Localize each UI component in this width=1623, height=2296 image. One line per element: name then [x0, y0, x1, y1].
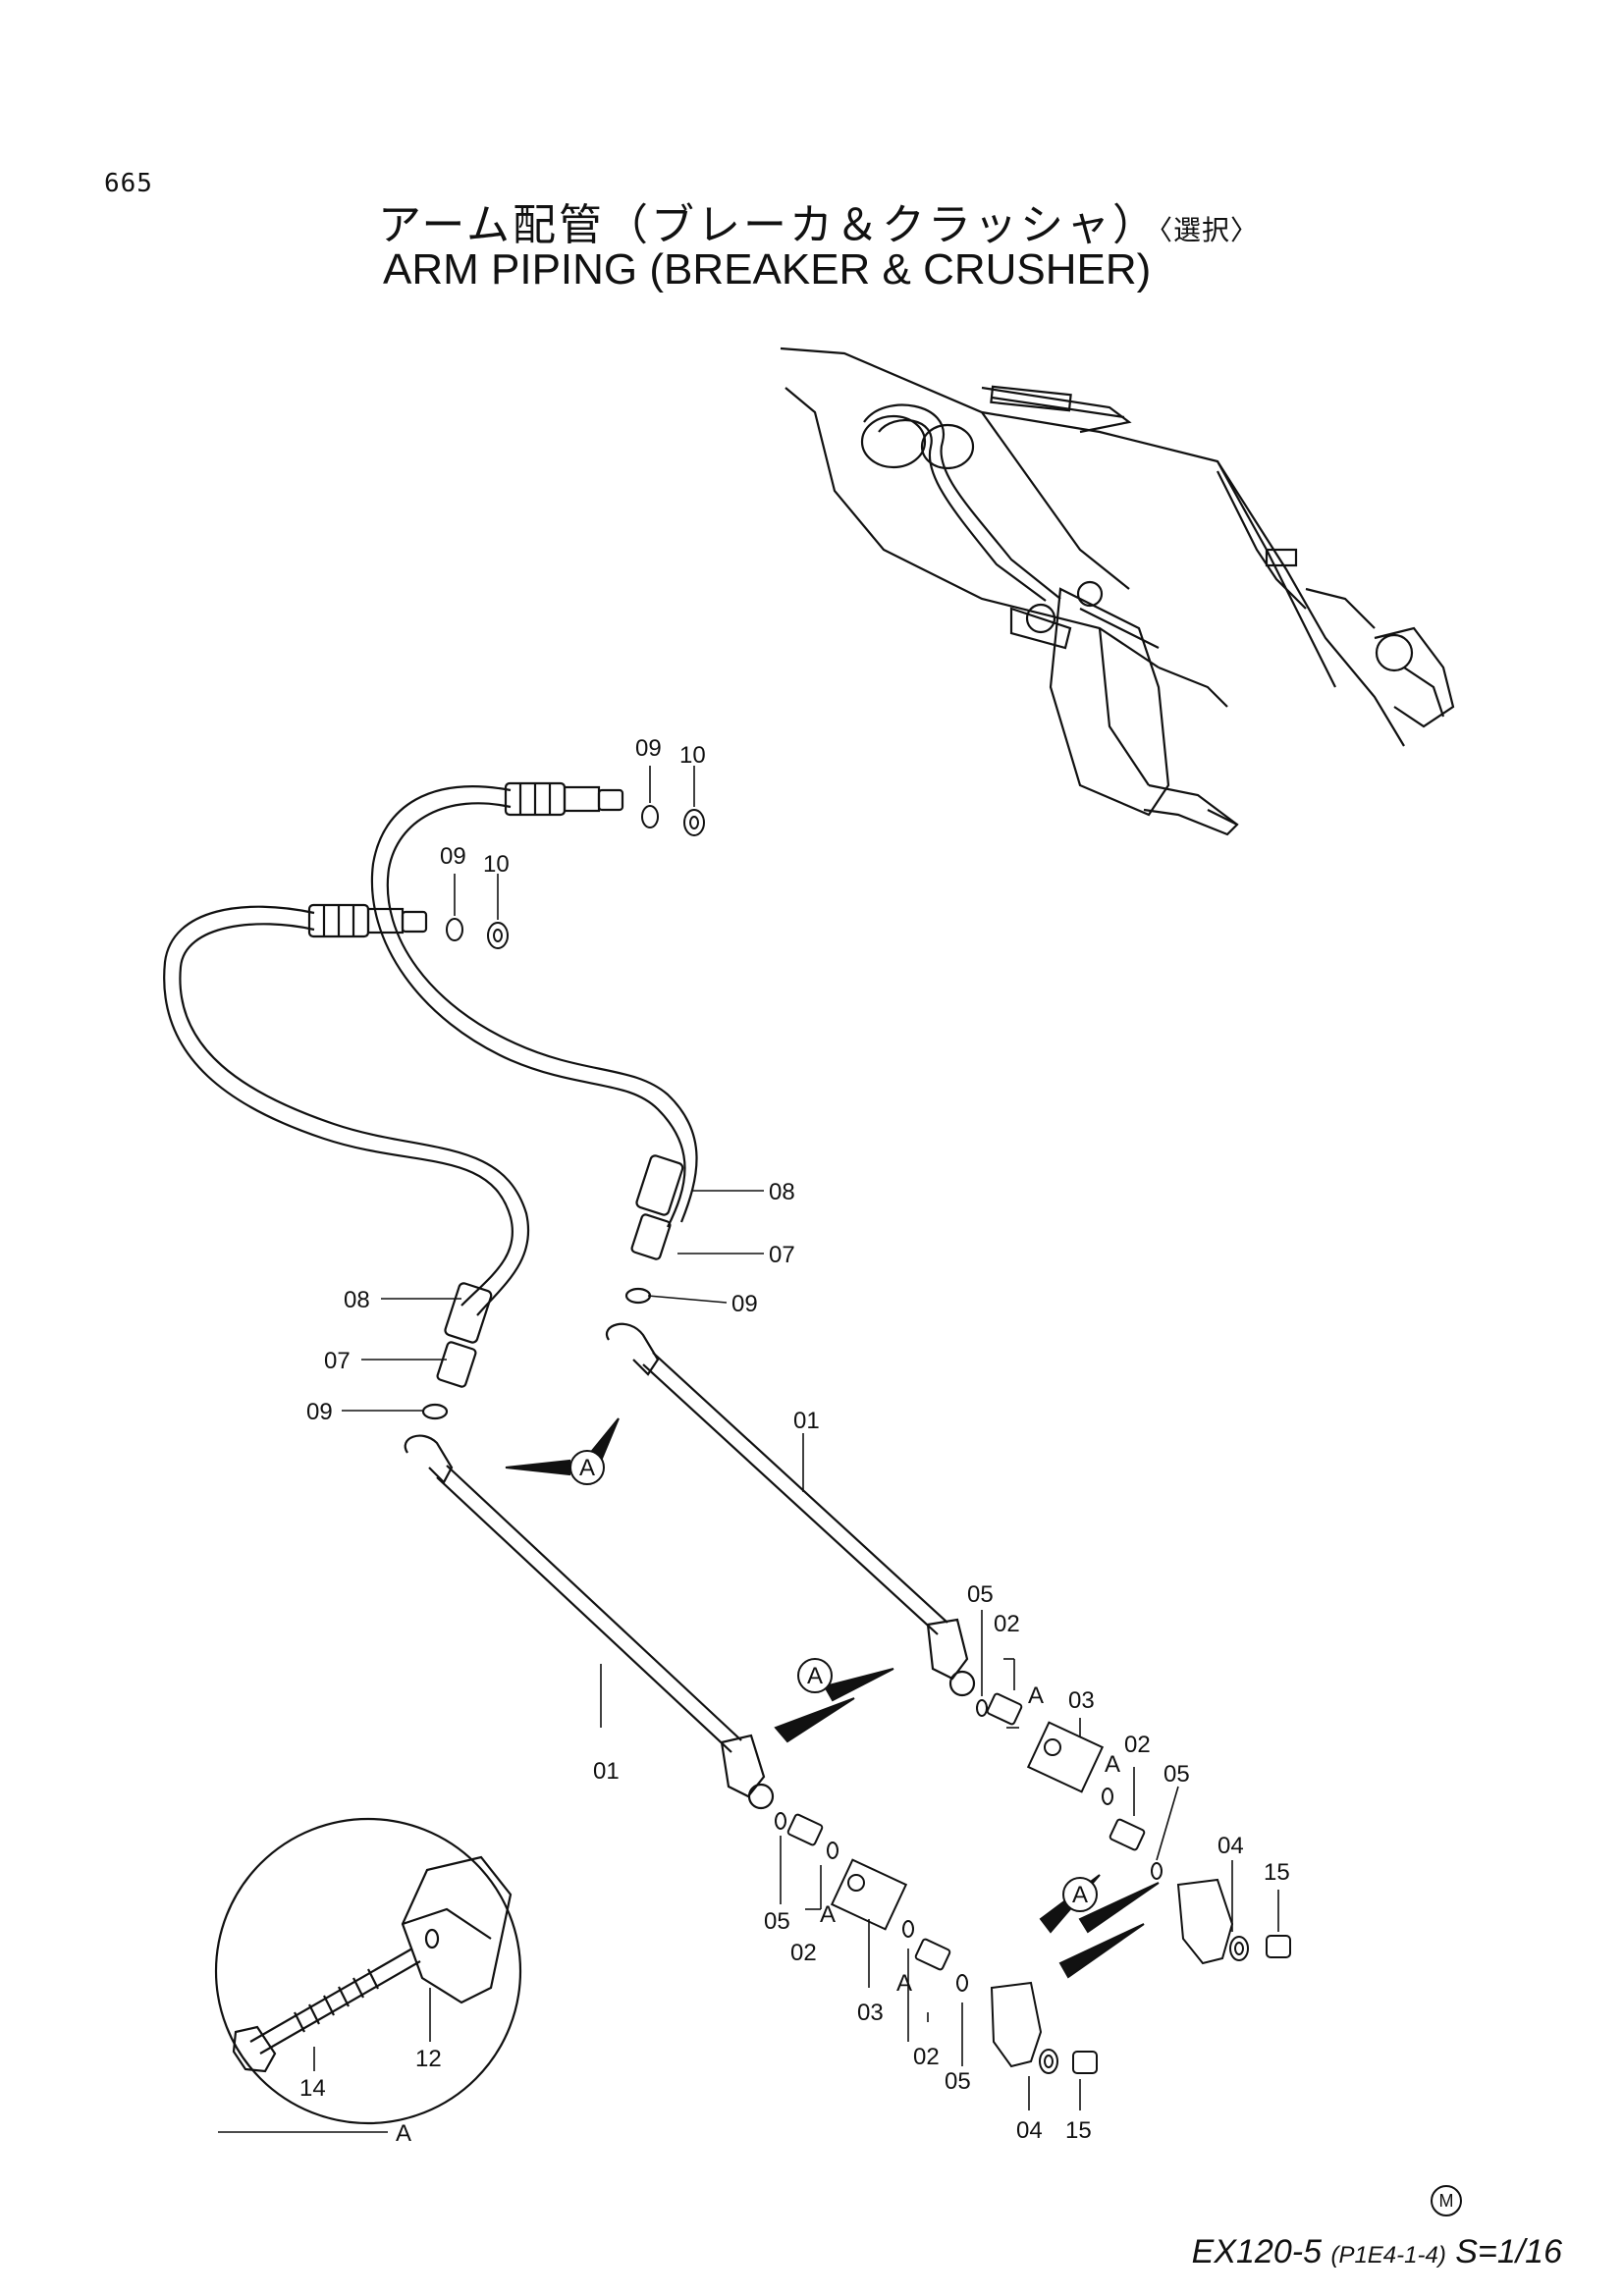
label-04-right: 04: [1217, 1833, 1244, 1859]
m-mark: M: [1431, 2185, 1462, 2216]
title-jp-main: アーム配管（ブレーカ＆クラッシャ）: [378, 200, 1160, 250]
label-02-right-top: 02: [994, 1611, 1020, 1637]
callout-a-2-label: A: [807, 1663, 823, 1689]
label-a-left-1: A: [820, 1901, 836, 1928]
label-a-right-top: A: [1028, 1682, 1044, 1709]
label-09-top-right: 09: [635, 735, 662, 762]
label-07-right: 07: [769, 1242, 795, 1268]
label-05-left: 05: [764, 1908, 790, 1935]
title-jp-suffix: 〈選択〉: [1159, 214, 1260, 246]
seal-parts: [446, 805, 705, 949]
label-07-left: 07: [324, 1348, 351, 1374]
page-number: 665: [104, 169, 153, 198]
clamp-arrows: [505, 1417, 1160, 1979]
label-09-left: 09: [306, 1399, 333, 1425]
label-10-top-left: 10: [483, 851, 510, 878]
fittings-right-chain: [976, 1692, 1291, 1965]
view-a-callouts: [569, 1450, 1098, 1912]
footer-ref: (P1E4-1-4): [1330, 2242, 1446, 2269]
label-04-left: 04: [1016, 2117, 1043, 2144]
pipes: [404, 1322, 976, 1810]
label-01-left: 01: [593, 1758, 620, 1785]
callout-a-3-label: A: [1072, 1882, 1088, 1908]
part-number-labels: 09 10 09 10 08 07 09 08 07 09 01 01 05 0…: [299, 735, 1290, 2147]
label-01-right: 01: [793, 1408, 820, 1434]
footer-reference: EX120-5 (P1E4-1-4) S=1/16: [1192, 2233, 1562, 2271]
detail-a-view: [214, 1817, 522, 2125]
callout-a-1-label: A: [579, 1455, 595, 1481]
label-05-right-top: 05: [967, 1581, 994, 1608]
footer-model: EX120-5: [1191, 2233, 1322, 2270]
callout-a-2: [797, 1658, 833, 1693]
label-12: 12: [415, 2046, 442, 2072]
label-a-left-2: A: [896, 1970, 912, 1997]
label-15-left: 15: [1065, 2117, 1092, 2144]
label-08-right: 08: [769, 1179, 795, 1205]
callout-a-1: [569, 1450, 605, 1485]
label-03-right: 03: [1068, 1687, 1095, 1714]
label-14: 14: [299, 2075, 326, 2102]
detail-a-label: A: [396, 2120, 411, 2147]
excavator-arm-illustration: [780, 347, 1455, 836]
label-02-left-2: 02: [913, 2044, 940, 2070]
hydraulic-hoses: [163, 781, 698, 1420]
leader-lines: [218, 766, 1279, 2133]
label-05-right-mid: 05: [1163, 1761, 1190, 1788]
label-15-right: 15: [1264, 1859, 1290, 1886]
label-08-left: 08: [344, 1287, 370, 1313]
label-10-top-right: 10: [679, 742, 706, 769]
page-title-english: ARM PIPING (BREAKER & CRUSHER): [383, 245, 1152, 294]
label-02-left-1: 02: [790, 1940, 817, 1966]
label-05-left-bottom: 05: [945, 2068, 971, 2095]
label-09-top-left: 09: [440, 843, 466, 870]
footer-scale: S=1/16: [1455, 2233, 1562, 2270]
page-title-japanese: アーム配管（ブレーカ＆クラッシャ）〈選択〉: [378, 189, 1259, 252]
label-03-left: 03: [857, 2000, 884, 2026]
callout-a-3: [1062, 1877, 1098, 1912]
label-a-right-mid: A: [1105, 1751, 1120, 1778]
fittings-left-chain: [775, 1812, 1098, 2074]
label-02-right-mid: 02: [1124, 1732, 1151, 1758]
label-09-right: 09: [731, 1291, 758, 1317]
